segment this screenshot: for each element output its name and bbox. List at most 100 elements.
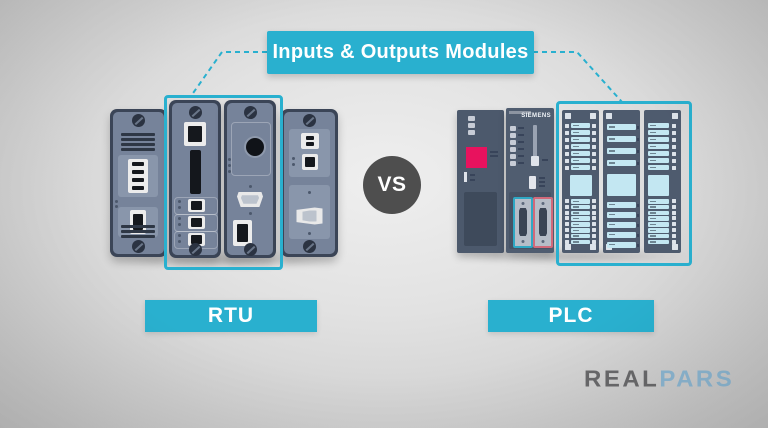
- io-label-strip: [607, 148, 636, 154]
- io-terminal-square: [565, 130, 569, 135]
- mpi-port-card: [513, 197, 533, 248]
- io-terminal-square: [592, 210, 596, 215]
- io-label-strip: [571, 165, 590, 170]
- io-label-strip: [607, 222, 636, 228]
- io-label-strip: [607, 212, 636, 218]
- serial-port: [297, 208, 323, 225]
- io-terminal-square: [672, 130, 676, 135]
- plc-io-highlight-box: [556, 101, 692, 266]
- versus-label: VS: [377, 173, 407, 196]
- mount-square: [672, 113, 678, 119]
- cpu-model-text: [509, 111, 531, 114]
- io-decoration: [637, 161, 639, 165]
- io-terminal-square: [565, 165, 569, 170]
- io-terminal-square: [672, 165, 676, 170]
- io-terminal-square: [592, 204, 596, 209]
- memory-card-slot: [533, 125, 537, 165]
- io-label-strip: [648, 199, 669, 204]
- io-terminal-square: [565, 216, 569, 221]
- antenna-panel: [231, 122, 271, 176]
- card-ejector: [531, 156, 539, 166]
- io-label-strip: [571, 204, 590, 210]
- ethernet-port: [130, 210, 146, 234]
- io-label-strip: [571, 222, 590, 227]
- title-banner-label: Inputs & Outputs Modules: [272, 41, 529, 63]
- logo-pars-text: PARS: [659, 366, 735, 393]
- io-row-panel: [174, 214, 218, 232]
- io-terminal-square: [672, 137, 676, 142]
- io-label-strip: [648, 165, 669, 170]
- io-label-strip: [571, 158, 590, 163]
- left-dashed-connector: [190, 51, 267, 97]
- rtu-name-plate: RTU: [145, 300, 317, 332]
- connector-bay: [509, 192, 553, 249]
- io-terminal-square: [672, 233, 676, 238]
- power-led: [468, 130, 475, 135]
- io-terminal-square: [565, 233, 569, 238]
- io-port: [188, 216, 205, 229]
- io-decoration: [637, 125, 639, 129]
- io-terminal-square: [565, 123, 569, 128]
- io-terminal-square: [565, 137, 569, 142]
- usb-port: [302, 154, 318, 170]
- io-terminal-square: [672, 151, 676, 156]
- rtu-io-highlight-box: [164, 95, 283, 270]
- io-terminal-square: [592, 123, 596, 128]
- title-banner: Inputs & Outputs Modules: [267, 31, 534, 74]
- screw-icon: [132, 240, 145, 253]
- io-label-strip: [648, 123, 669, 128]
- io-decoration: [637, 213, 639, 217]
- dual-port: [301, 133, 319, 149]
- vent-slats: [121, 230, 155, 233]
- plc-name-plate: PLC: [488, 300, 654, 332]
- io-label-strip: [607, 124, 636, 130]
- io-label-strip: [571, 233, 590, 239]
- vent-slats: [121, 133, 155, 136]
- mount-square: [606, 113, 612, 119]
- io-terminal-square: [592, 228, 596, 232]
- io-terminal-square: [565, 204, 569, 209]
- io-terminal-square: [565, 222, 569, 227]
- io-label-strip: [648, 210, 669, 216]
- rtu-module-power: [110, 109, 167, 257]
- io-port: [188, 199, 205, 212]
- mode-selector: [529, 176, 536, 189]
- serial-panel: [289, 185, 330, 239]
- plc-io-column-1: [562, 110, 599, 253]
- io-label-strip: [571, 137, 590, 142]
- usb-port: [184, 122, 206, 146]
- io-label-strip: [607, 232, 636, 238]
- io-label-strip: [648, 216, 669, 221]
- io-terminal-square: [672, 144, 676, 149]
- io-label-strip: [571, 216, 590, 221]
- io-terminal-square: [592, 165, 596, 170]
- io-terminal-square: [592, 199, 596, 203]
- logo-real-text: REAL: [584, 366, 660, 393]
- rtu-module-io-1: [169, 100, 221, 258]
- io-decoration: [637, 233, 639, 237]
- io-label-strip: [607, 160, 636, 166]
- io-terminal-square: [672, 239, 676, 244]
- rtu-module-comm: [281, 109, 338, 257]
- status-dot: [115, 205, 118, 208]
- vent-slats: [121, 235, 155, 238]
- io-label-strip: [648, 204, 669, 210]
- io-label-strip: [648, 228, 669, 233]
- io-terminal-square: [672, 123, 676, 128]
- io-terminal-square: [565, 144, 569, 149]
- io-label-strip: [571, 151, 590, 156]
- io-terminal-square: [592, 233, 596, 238]
- io-label-strip: [648, 151, 669, 156]
- screw-icon: [132, 114, 145, 127]
- io-decoration: [637, 137, 639, 141]
- plc-cpu-module: SIEMENS: [506, 108, 554, 253]
- io-row-panel: [174, 197, 218, 215]
- right-dashed-connector: [533, 51, 623, 103]
- io-terminal-square: [672, 204, 676, 209]
- io-terminal-square: [565, 199, 569, 203]
- io-label-strip: [648, 137, 669, 142]
- screw-icon: [303, 240, 316, 253]
- io-decoration: [637, 149, 639, 153]
- io-terminal-square: [592, 158, 596, 163]
- io-label-strip: [571, 144, 590, 149]
